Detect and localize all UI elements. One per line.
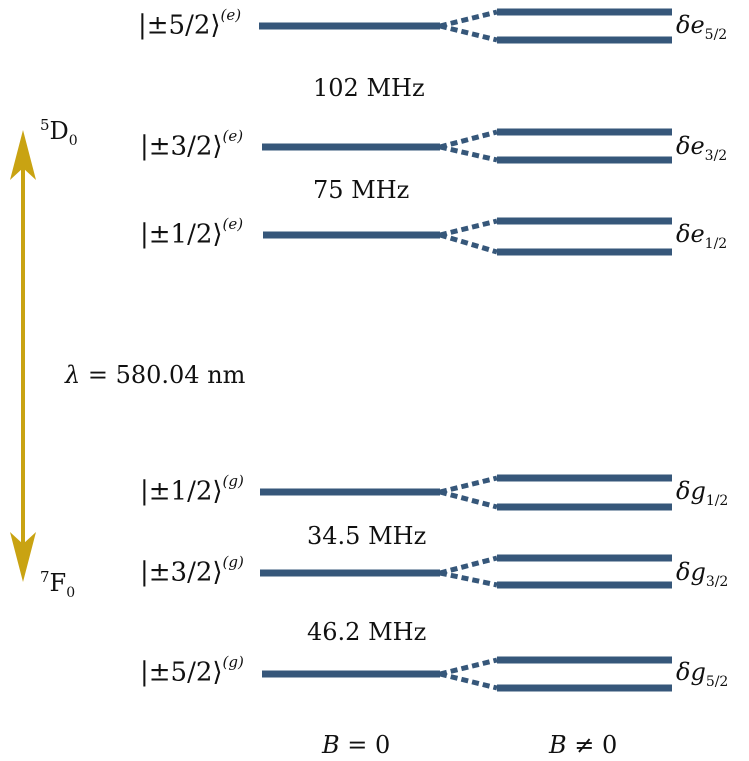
ground-level-label-5-2: |±5/2⟩(g)	[140, 653, 244, 688]
transition-arrow-head-down	[10, 532, 36, 582]
ground-level-label-3-2: |±3/2⟩(g)	[140, 553, 244, 588]
nonzero-field-label: B ≠ 0	[549, 731, 618, 759]
ground-gap-label-2: 46.2 MHz	[307, 618, 427, 646]
split-connector-lower-ground-5-2	[439, 671, 498, 691]
transition-arrow-head-up	[10, 130, 36, 180]
zero-field-label: B = 0	[322, 731, 391, 759]
ground-splitting-label-5-2: δg5/2	[676, 658, 729, 690]
excited-gap-label-2: 75 MHz	[313, 176, 410, 204]
ground-gap-label-1: 34.5 MHz	[307, 522, 427, 550]
split-connector-upper-ground-5-2	[439, 657, 498, 677]
split-connector-upper-ground-1-2	[439, 475, 498, 495]
split-connector-upper-excited-3-2	[439, 129, 498, 150]
ground-splitting-label-3-2: δg3/2	[676, 558, 729, 590]
excited-level-label-1-2: |±1/2⟩(e)	[140, 215, 244, 250]
split-connector-lower-excited-5-2	[439, 23, 498, 43]
excited-splitting-label-3-2: δe3/2	[676, 132, 728, 164]
split-connector-lower-ground-1-2	[439, 489, 498, 510]
split-connector-lower-ground-3-2	[439, 570, 498, 588]
transition-wavelength-label: λ = 580.04 nm	[65, 361, 246, 389]
split-connector-lower-excited-1-2	[439, 232, 498, 255]
split-connector-upper-excited-1-2	[439, 218, 498, 238]
ground-term-label: 7F0	[40, 568, 76, 601]
excited-term-label: 5D0	[40, 116, 78, 149]
excited-level-label-3-2: |±3/2⟩(e)	[140, 127, 244, 162]
excited-level-label-5-2: |±5/2⟩(e)	[138, 6, 242, 41]
excited-splitting-label-1-2: δe1/2	[676, 220, 728, 252]
split-connector-upper-ground-3-2	[439, 555, 498, 576]
excited-splitting-label-5-2: δe5/2	[676, 11, 728, 43]
split-connector-upper-excited-5-2	[439, 9, 498, 29]
split-connector-lower-excited-3-2	[439, 144, 498, 163]
ground-splitting-label-1-2: δg1/2	[676, 477, 729, 509]
excited-gap-label-1: 102 MHz	[313, 74, 425, 102]
ground-level-label-1-2: |±1/2⟩(g)	[140, 472, 244, 507]
